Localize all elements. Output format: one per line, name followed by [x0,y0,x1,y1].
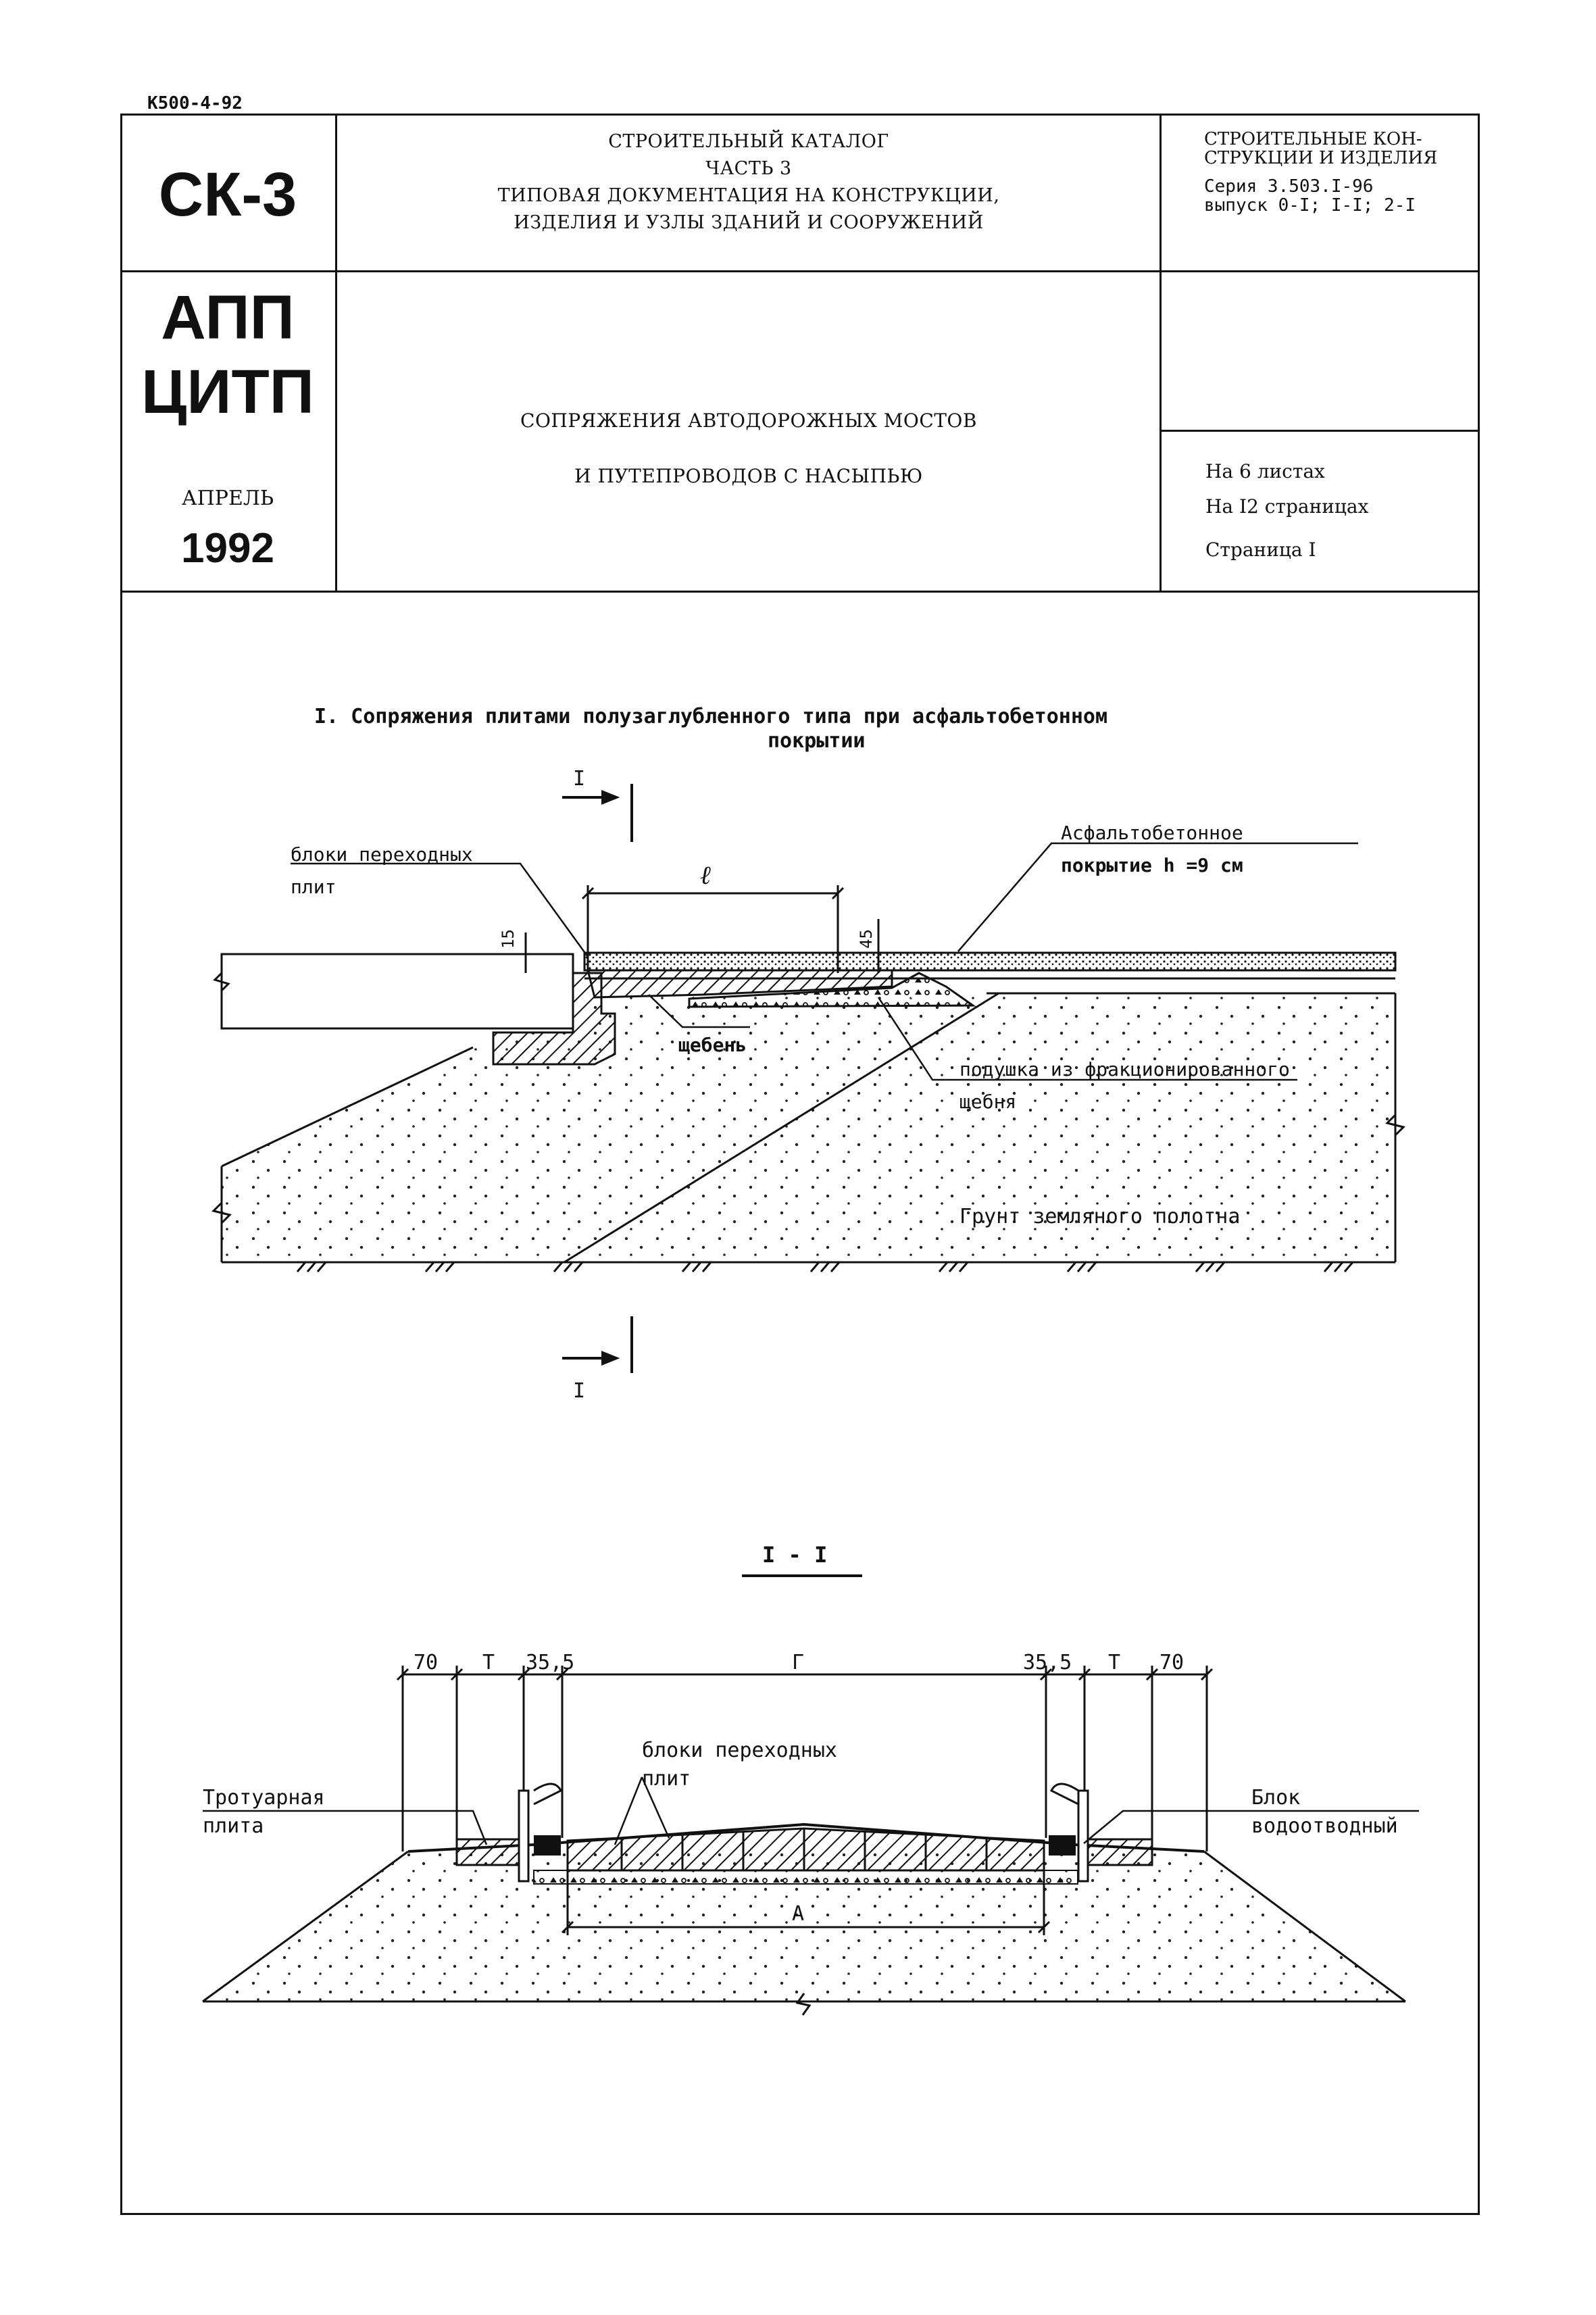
label-transition-blocks-2: плит [291,876,336,898]
transition-slab [587,969,893,999]
label-transition-blocks-1: блоки переходных [291,843,473,866]
railing-left [533,1783,563,1806]
ground-hatching [296,1262,1354,1272]
leader-lines [291,842,1358,1081]
sheet-info: На 6 листах На I2 страницах Страница I [1205,454,1476,568]
dim-t-right: T [1108,1651,1120,1674]
stamp-row-divider [120,270,336,272]
label-drain-2: водоотводный [1251,1814,1398,1838]
label-crushed-stone: щебень [678,1034,747,1056]
section-info: СТРОИТЕЛЬНЫЕ КОН- СТРУКЦИИ И ИЗДЕЛИЯ Сер… [1204,130,1474,215]
page-number: Страница I [1205,539,1316,561]
catalog-line: СТРОИТЕЛЬНЫЙ КАТАЛОГ [608,131,889,152]
dim-a-label: A [792,1902,804,1926]
drawing1-title-line1: I. Сопряжения плитами полузаглубленного … [314,705,1107,728]
drawing2-leaders [203,1776,1419,1845]
bridge-span [220,953,574,1030]
label-drain-1: Блок [1251,1786,1300,1810]
title-line: СОПРЯЖЕНИЯ АВТОДОРОЖНЫХ МОСТОВ [520,409,977,432]
org-line-1: АПП [161,283,295,352]
dimension-l [581,885,845,973]
curb-right [1077,1789,1089,1883]
sheet-count: На 6 листах [1205,460,1325,482]
asphalt-layer [583,951,1397,972]
slab-gravel-bed [533,1870,1078,1885]
break-mark-left [211,1201,232,1224]
publish-month: АПРЕЛЬ [181,487,274,510]
sidewalk-plate-left [455,1838,526,1866]
dimension-l-label: ℓ [700,860,711,890]
label-transition-1: блоки переходных [642,1739,837,1762]
document-title: СОПРЯЖЕНИЯ АВТОДОРОЖНЫХ МОСТОВ И ПУТЕПРО… [338,393,1159,504]
break-mark-right [1385,1114,1405,1137]
label-transition-2: плит [642,1767,691,1791]
crushed-stone-cushion [688,972,976,1008]
dimension-chain [396,1666,1214,1851]
dim-t-left: T [482,1651,495,1674]
page-count: На I2 страницах [1205,495,1369,518]
page-frame [120,114,1480,2215]
dim-g: Г [792,1651,804,1674]
label-cushion-2: щебня [959,1091,1016,1113]
bridge-break [213,972,230,992]
right-info-divider [1159,430,1480,432]
drawing1-title-line2: покрытии [768,729,866,753]
transition-slabs [566,1827,1045,1872]
label-asphalt-2: покрытие h =9 см [1061,854,1243,876]
section-line: Серия 3.503.I-96 [1204,176,1374,197]
dim-355-right: 35,5 [1023,1651,1072,1674]
cross-section-break [795,1993,812,2016]
drain-block-left [534,1835,561,1856]
cross-section-slopes [202,1850,1406,2003]
slab-joints [620,1828,988,1870]
dimension-a [561,1870,1051,1935]
section-mark-top-label: I [573,767,585,791]
section-mark-bottom-label: I [573,1379,585,1403]
section-line: СТРОИТЕЛЬНЫЕ КОН- [1204,129,1422,149]
dim-70-right: 70 [1159,1651,1184,1674]
catalog-line: ИЗДЕЛИЯ И УЗЛЫ ЗДАНИЙ И СООРУЖЕНИЙ [514,212,984,233]
curb-left [518,1789,530,1883]
slope-line [564,992,999,1264]
series-code: СК-3 [158,160,297,229]
catalog-header: СТРОИТЕЛЬНЫЙ КАТАЛОГ ЧАСТЬ 3 ТИПОВАЯ ДОК… [338,128,1159,237]
title-block-bottom-line [120,591,1480,593]
catalog-line: ЧАСТЬ 3 [705,158,792,179]
label-ground: Грунт земляного полотна [959,1205,1240,1228]
railing-right [1049,1783,1079,1806]
section-mark-top [562,784,633,842]
dim-45-label: 45 [857,929,876,949]
drain-block-right [1049,1835,1076,1856]
sidewalk-plate-right [1083,1838,1153,1866]
label-asphalt-1: Асфальтобетонное [1061,822,1243,844]
label-sidewalk-1: Тротуарная [203,1786,325,1810]
org-line-2: ЦИТП [141,357,314,426]
dim-15-label: 15 [499,929,518,949]
dim-355-left: 35,5 [526,1651,574,1674]
label-sidewalk-2: плита [203,1814,264,1838]
label-cushion-1: подушка из фракционированного [959,1058,1290,1080]
section-line: СТРУКЦИИ И ИЗДЕЛИЯ [1204,148,1438,168]
stamp-column-divider [335,114,337,592]
embankment-outline [221,1046,474,1168]
catalog-line: ТИПОВАЯ ДОКУМЕНТАЦИЯ НА КОНСТРУКЦИИ, [497,185,1000,206]
document-code: К500-4-92 [147,93,243,114]
dim-70-left: 70 [414,1651,438,1674]
publish-year: 1992 [181,525,274,572]
title-line: И ПУТЕПРОВОДОВ С НАСЫПЬЮ [574,465,923,487]
section-mark-bottom [562,1316,633,1373]
drawing2-title: I - I [762,1542,827,1568]
right-column-divider [1159,114,1162,592]
section-line: выпуск 0-I; I-I; 2-I [1204,195,1416,216]
header-row-divider [335,270,1480,272]
